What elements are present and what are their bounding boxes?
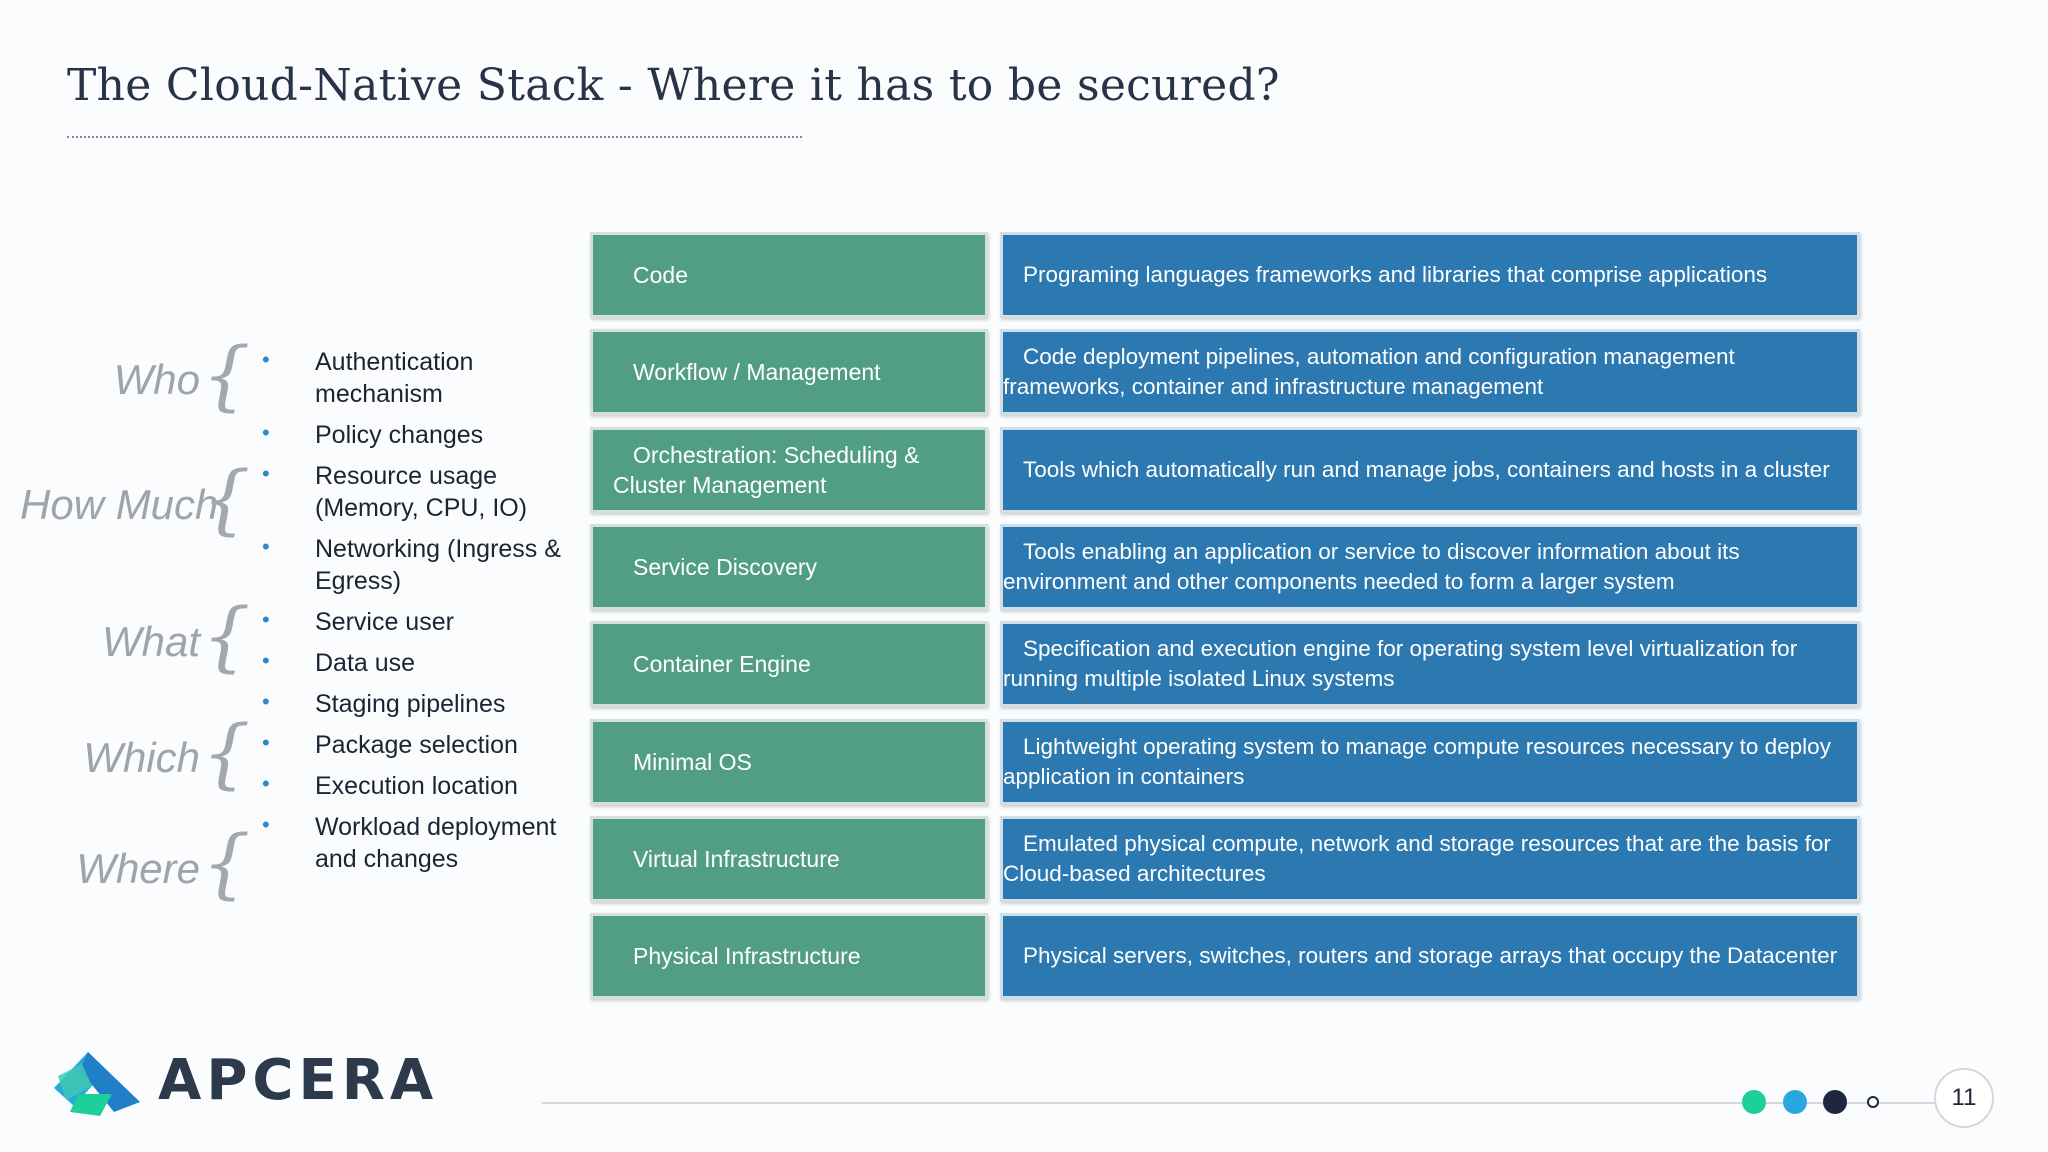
- group-label-how-much: How Much: [20, 481, 219, 528]
- bullet-dot-icon: •: [262, 648, 270, 673]
- apcera-logo: APCERA: [48, 1046, 448, 1118]
- stack-row-virtual-infrastructure: Virtual Infrastructure Emulated physical…: [590, 816, 1860, 902]
- bullet-item: •Authentication mechanism: [262, 346, 562, 410]
- bullet-item: •Staging pipelines: [262, 688, 562, 720]
- bullet-dot-icon: •: [262, 534, 270, 559]
- page-number: 11: [1934, 1068, 1994, 1128]
- progress-dot: [1742, 1090, 1766, 1114]
- brace-icon: {: [202, 708, 251, 797]
- description-cell: Specification and execution engine for o…: [1000, 621, 1860, 707]
- description-cell: Emulated physical compute, network and s…: [1000, 816, 1860, 902]
- description-cell: Tools enabling an application or service…: [1000, 524, 1860, 610]
- description-cell: Programing languages frameworks and libr…: [1000, 232, 1860, 318]
- brace-icon: {: [202, 454, 251, 543]
- description-cell: Lightweight operating system to manage c…: [1000, 719, 1860, 805]
- stack-row-minimal-os: Minimal OS Lightweight operating system …: [590, 719, 1860, 805]
- stack-row-code: Code Programing languages frameworks and…: [590, 232, 1860, 318]
- stack-row-workflow: Workflow / Management Code deployment pi…: [590, 329, 1860, 415]
- bullet-dot-icon: •: [262, 347, 270, 372]
- bullet-dot-icon: •: [262, 689, 270, 714]
- group-label-what: What: [101, 618, 200, 665]
- bullet-dot-icon: •: [262, 730, 270, 755]
- layer-cell: Container Engine: [590, 621, 988, 707]
- title-divider: [67, 136, 802, 138]
- bullet-item: •Data use: [262, 647, 562, 679]
- stack-row-orchestration: Orchestration: Scheduling & Cluster Mana…: [590, 427, 1860, 513]
- bullet-item: •Policy changes: [262, 419, 562, 451]
- stack-row-physical-infrastructure: Physical Infrastructure Physical servers…: [590, 913, 1860, 999]
- bullet-item: •Package selection: [262, 729, 562, 761]
- layer-cell: Code: [590, 232, 988, 318]
- bullet-dot-icon: •: [262, 420, 270, 445]
- brace-icon: {: [202, 330, 251, 419]
- layer-cell: Orchestration: Scheduling & Cluster Mana…: [590, 427, 988, 513]
- bullet-dot-icon: •: [262, 812, 270, 837]
- layer-cell: Physical Infrastructure: [590, 913, 988, 999]
- bullet-dot-icon: •: [262, 771, 270, 796]
- apcera-logo-mark-icon: [54, 1052, 140, 1116]
- stack-row-service-discovery: Service Discovery Tools enabling an appl…: [590, 524, 1860, 610]
- group-label-who: Who: [113, 356, 200, 403]
- bullet-item: •Networking (Ingress & Egress): [262, 533, 562, 597]
- layer-cell: Workflow / Management: [590, 329, 988, 415]
- bullet-dot-icon: •: [262, 461, 270, 486]
- logo-wordmark: APCERA: [158, 1048, 439, 1113]
- layer-cell: Virtual Infrastructure: [590, 816, 988, 902]
- bullet-item: •Resource usage (Memory, CPU, IO): [262, 460, 562, 524]
- progress-dot: [1783, 1090, 1807, 1114]
- brace-icon: {: [202, 818, 251, 907]
- layer-cell: Service Discovery: [590, 524, 988, 610]
- group-label-which: Which: [83, 734, 200, 781]
- security-concerns-list: •Authentication mechanism •Policy change…: [262, 346, 562, 884]
- stack-row-container-engine: Container Engine Specification and execu…: [590, 621, 1860, 707]
- group-label-where: Where: [76, 845, 200, 892]
- footer-rule: [542, 1102, 1935, 1104]
- brace-icon: {: [202, 591, 251, 680]
- bullet-item: •Execution location: [262, 770, 562, 802]
- description-cell: Code deployment pipelines, automation an…: [1000, 329, 1860, 415]
- progress-dot: [1867, 1096, 1879, 1108]
- bullet-item: •Workload deployment and changes: [262, 811, 562, 875]
- bullet-dot-icon: •: [262, 607, 270, 632]
- bullet-item: •Service user: [262, 606, 562, 638]
- progress-dot: [1823, 1090, 1847, 1114]
- layer-cell: Minimal OS: [590, 719, 988, 805]
- description-cell: Tools which automatically run and manage…: [1000, 427, 1860, 513]
- slide-title: The Cloud-Native Stack - Where it has to…: [67, 60, 1280, 111]
- description-cell: Physical servers, switches, routers and …: [1000, 913, 1860, 999]
